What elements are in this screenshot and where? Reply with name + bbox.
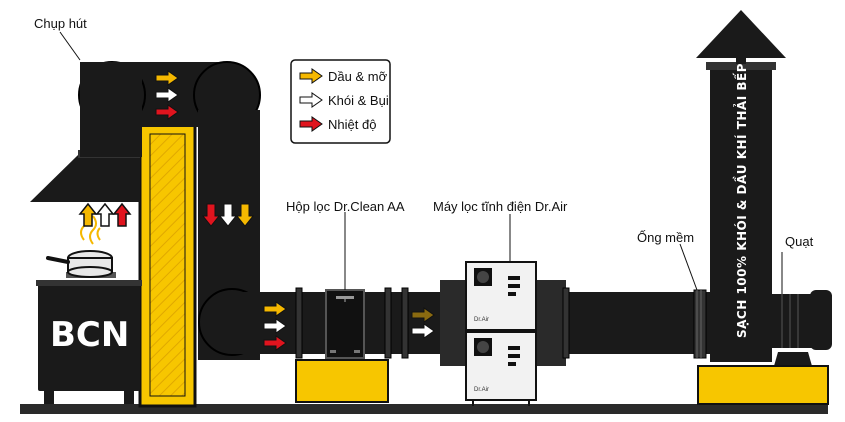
esp-brand-top: Dr.Air (474, 317, 489, 323)
fan (770, 252, 832, 366)
stack-text: SẠCH 100% KHÓI & DẦU KHÍ THẢI BẾP (732, 63, 749, 338)
bcn-logo-text: BCN (50, 315, 129, 355)
pot-icon (46, 211, 113, 278)
vertical-duct-arrows (201, 203, 255, 227)
hood-arrows (78, 202, 132, 227)
label-flex-duct: Ống mềm (637, 230, 694, 245)
exhaust-stack (696, 10, 786, 362)
legend-oil: Dầu & mỡ (328, 69, 388, 84)
flex-duct (693, 289, 707, 359)
top-duct-arrows (155, 70, 179, 120)
esp-brand-bottom: Dr.Air (474, 387, 489, 393)
horizontal-duct-arrows (263, 301, 435, 351)
label-fan: Quạt (785, 234, 814, 249)
stack-base (697, 365, 829, 405)
legend-heat: Nhiệt độ (328, 117, 376, 132)
legend: Dầu & mỡ Khói & Bụi Nhiệt độ (290, 59, 391, 144)
ground-line (20, 404, 828, 414)
label-box-filter: Hộp lọc Dr.Clean AA (286, 199, 405, 214)
legend-smoke: Khói & Bụi (328, 93, 389, 108)
label-esp: Máy lọc tĩnh điện Dr.Air (433, 199, 568, 214)
esp-unit: Dr.Air Dr.Air (465, 261, 537, 406)
label-hood: Chụp hút (34, 16, 87, 31)
box-filter (295, 212, 389, 403)
exhaust-hood (30, 62, 142, 202)
